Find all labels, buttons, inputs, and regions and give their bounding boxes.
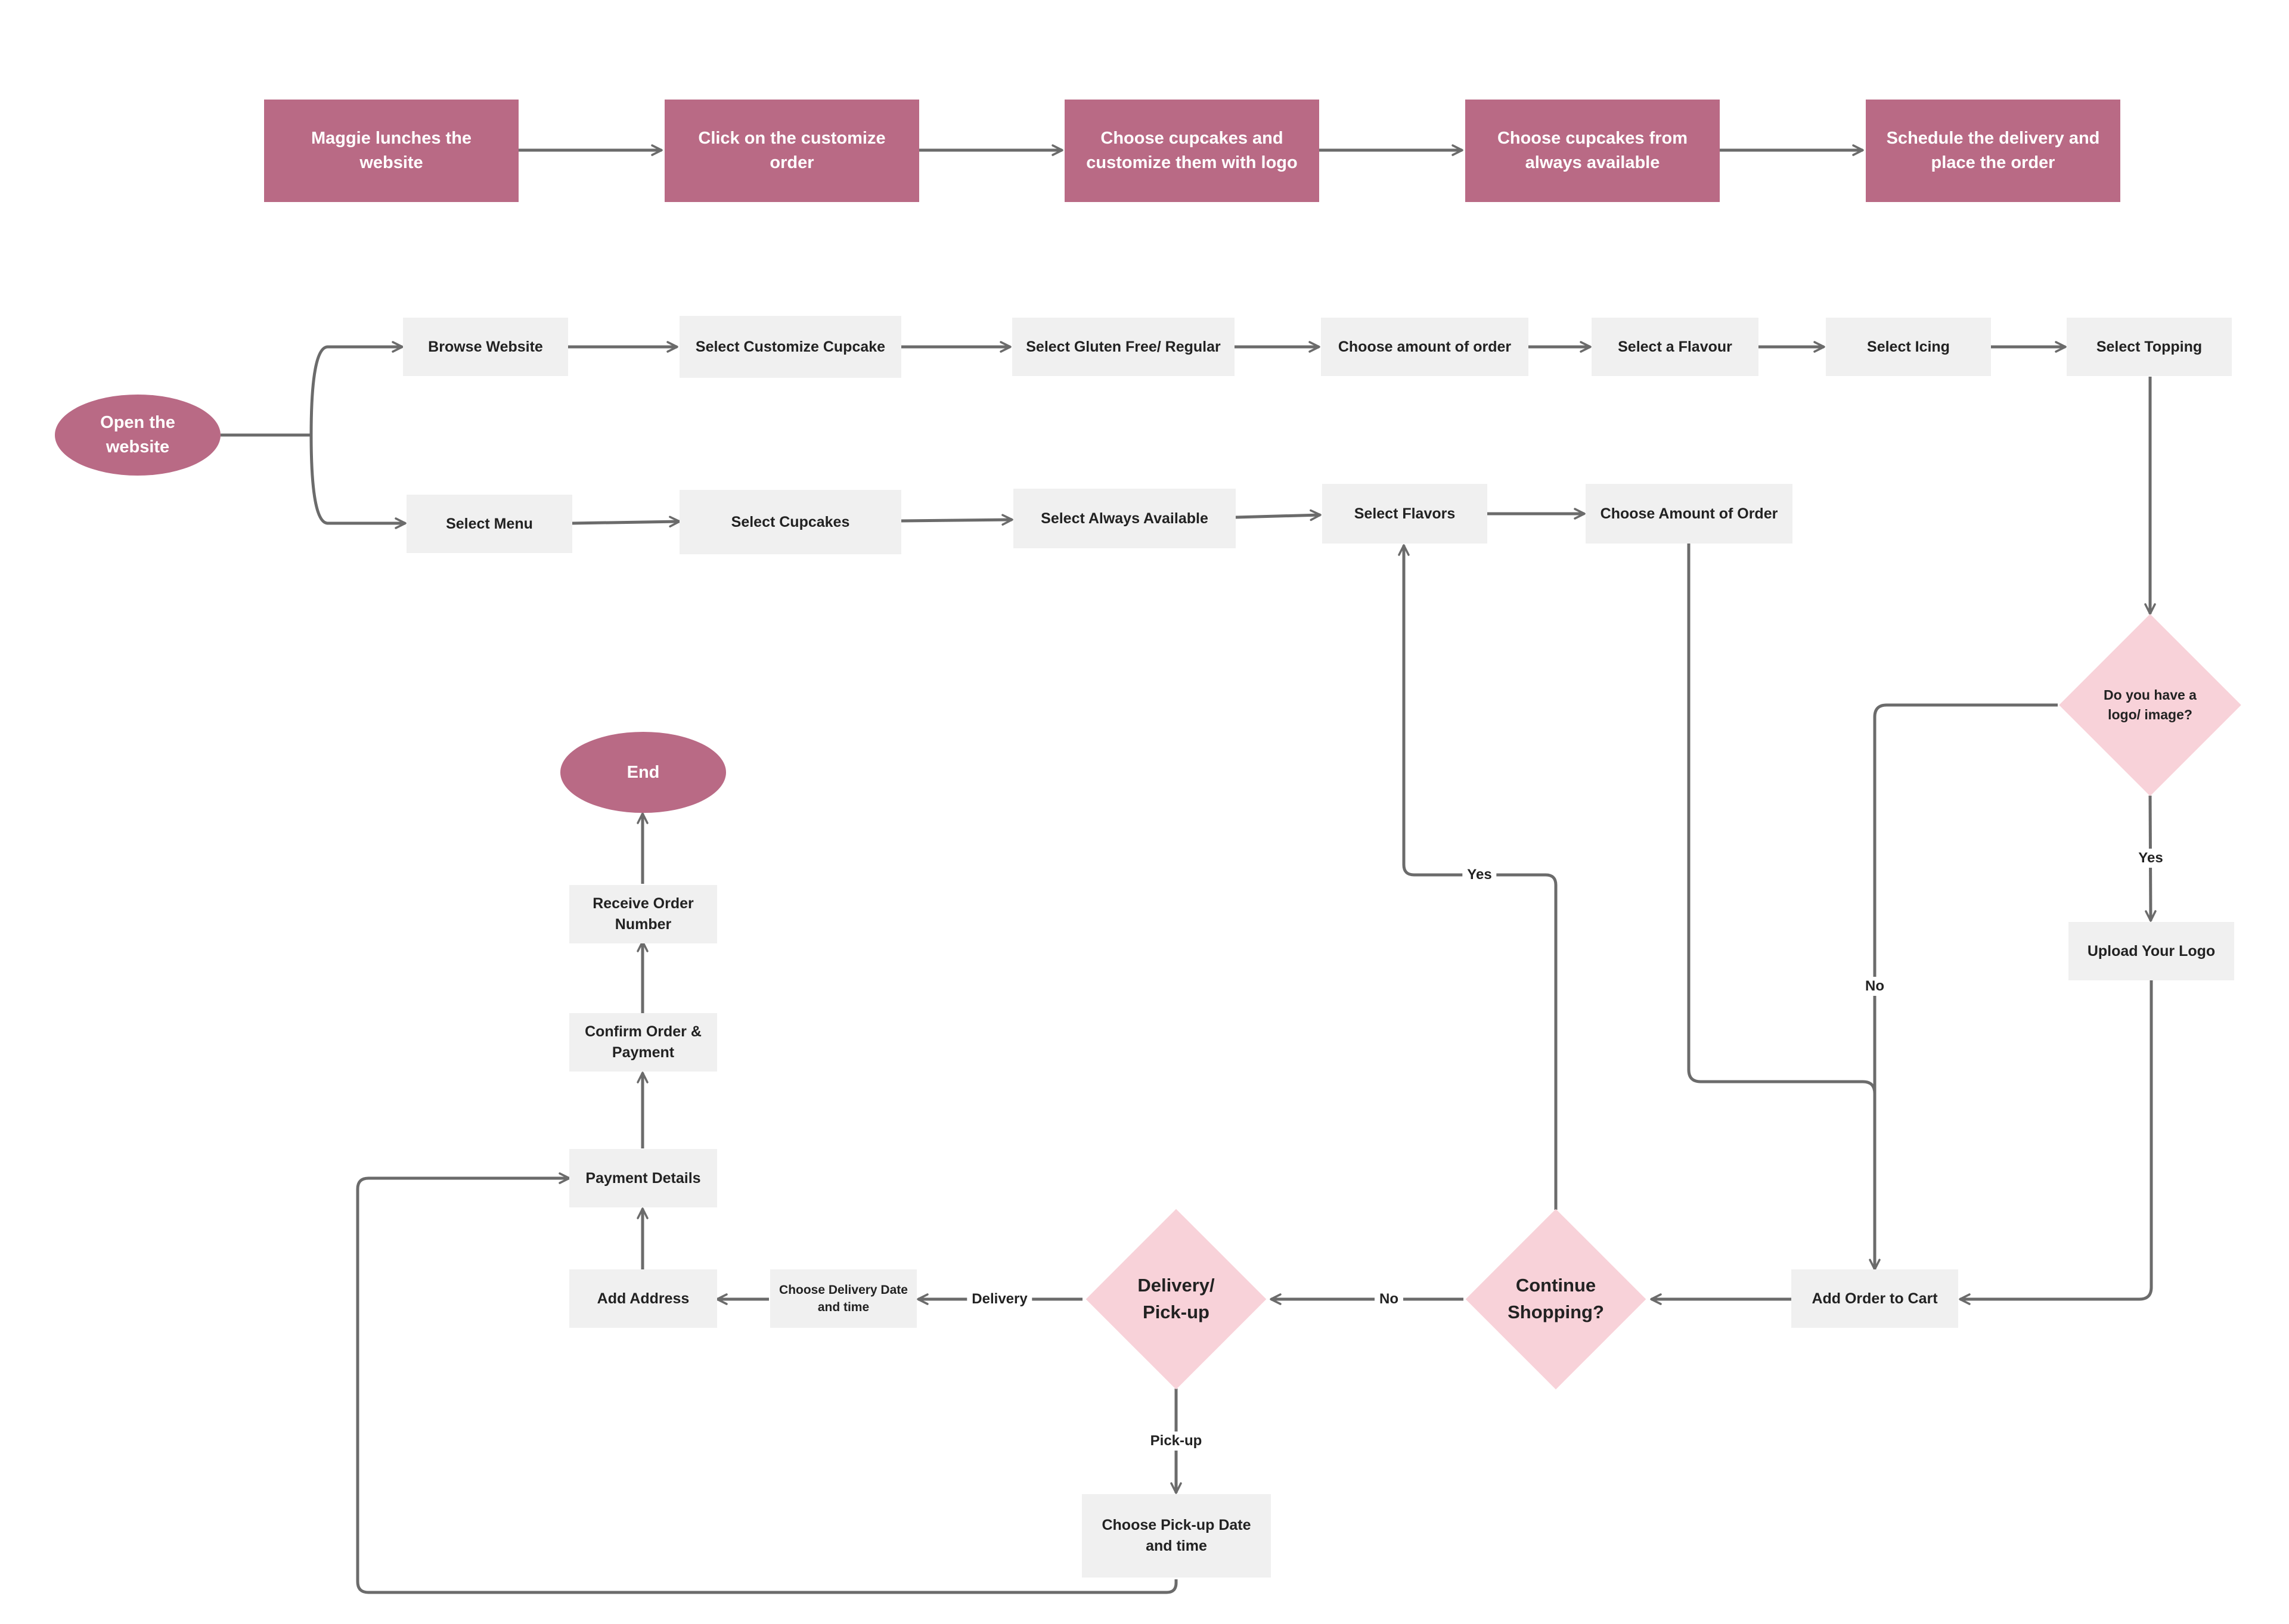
step-select-always-available: Select Always Available: [1013, 489, 1236, 548]
edge-label-pickup: Pick-up: [1145, 1432, 1207, 1451]
edge-label-logo-yes: Yes: [2133, 849, 2168, 868]
decision-continue-label: Continue Shopping?: [1508, 1275, 1604, 1322]
connector-menu-cupcakes: [572, 516, 681, 528]
start-node: Open the website: [55, 395, 221, 476]
edge-label-continue-yes: Yes: [1462, 865, 1497, 884]
step-upload-your-logo: Upload Your Logo: [2068, 922, 2234, 980]
step-choose-pickup-date: Choose Pick-up Date and time: [1082, 1494, 1271, 1578]
journey-step-1: Maggie lunches the website: [264, 100, 519, 202]
connector-amount-cart: [1687, 544, 1877, 1094]
step-select-cupcakes: Select Cupcakes: [680, 490, 901, 554]
step-select-customize-cupcake: Select Customize Cupcake: [680, 316, 901, 378]
step-choose-amount-of-order: Choose amount of order: [1321, 318, 1528, 376]
connector-upload-cart: [1959, 980, 2153, 1305]
connector-logo-no-cart: [1869, 703, 2058, 1271]
edge-label-delivery: Delivery: [967, 1290, 1032, 1309]
step-browse-website: Browse Website: [403, 318, 568, 376]
step-select-gluten-free-regular: Select Gluten Free/ Regular: [1012, 318, 1235, 376]
step-select-topping: Select Topping: [2067, 318, 2232, 376]
step-select-flavors: Select Flavors: [1322, 484, 1487, 544]
connector-start-menu: [309, 434, 407, 529]
step-add-address: Add Address: [569, 1269, 717, 1328]
step-select-icing: Select Icing: [1826, 318, 1991, 376]
step-receive-order-number: Receive Order Number: [569, 885, 717, 943]
end-node: End: [560, 732, 726, 813]
decision-delivery-label: Delivery/ Pick-up: [1137, 1275, 1215, 1322]
step-confirm-order-payment: Confirm Order & Payment: [569, 1013, 717, 1072]
step-choose-delivery-date: Choose Delivery Date and time: [770, 1269, 917, 1328]
step-select-a-flavour: Select a Flavour: [1592, 318, 1758, 376]
journey-step-2: Click on the customize order: [665, 100, 919, 202]
step-select-menu: Select Menu: [407, 495, 572, 553]
edge-label-logo-no: No: [1860, 977, 1889, 996]
step-choose-amount-of-order-upper: Choose Amount of Order: [1586, 484, 1792, 544]
connector-always-flavors: [1235, 509, 1322, 521]
step-payment-details: Payment Details: [569, 1149, 717, 1207]
connector-pickup-payment: [356, 1172, 1178, 1594]
edge-label-continue-no: No: [1375, 1290, 1403, 1309]
journey-step-3: Choose cupcakes and customize them with …: [1065, 100, 1319, 202]
connector-cupcakes-always: [901, 514, 1013, 526]
journey-step-4: Choose cupcakes from always available: [1465, 100, 1720, 202]
decision-logo-label: Do you have a logo/ image?: [2104, 687, 2197, 722]
step-add-order-to-cart: Add Order to Cart: [1791, 1269, 1958, 1328]
connector-start-browse: [221, 341, 404, 437]
journey-step-5: Schedule the delivery and place the orde…: [1866, 100, 2120, 202]
